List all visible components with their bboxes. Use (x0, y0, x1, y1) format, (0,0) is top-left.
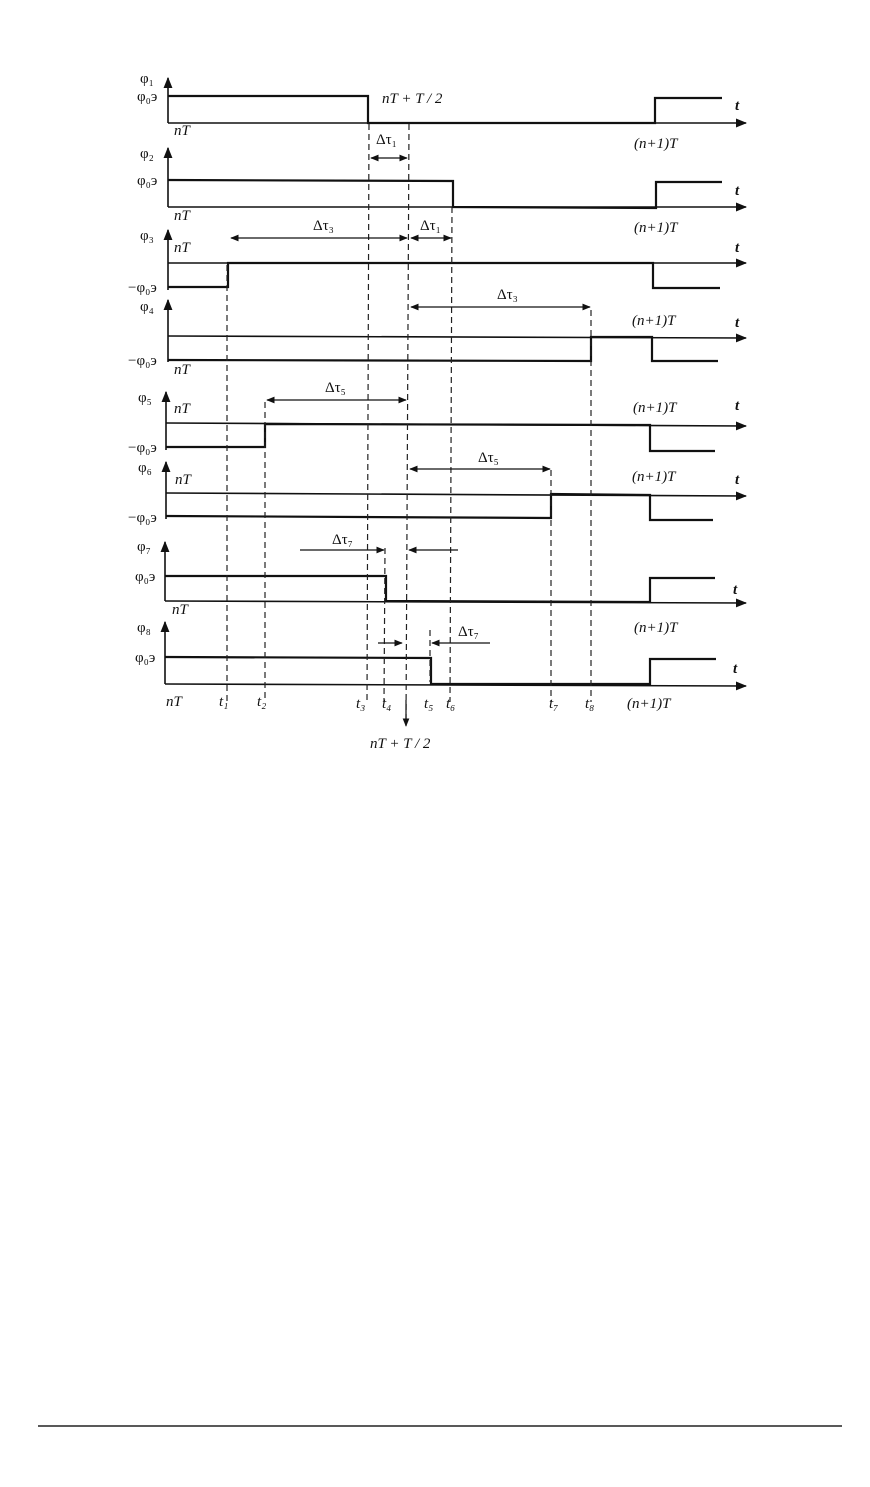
level-phi2: φ₀э (137, 173, 157, 189)
tick-t5: t₅ (424, 696, 433, 712)
waveform-phi7 (165, 574, 715, 604)
waveform-phi3 (168, 261, 720, 290)
time-markers (226, 123, 592, 727)
nt-label: nT (174, 123, 192, 139)
t-axis-label: t (735, 183, 740, 199)
delta-tau5-label: Δτ₅ (325, 380, 346, 396)
n1t-label: (n+1)T (632, 469, 677, 485)
n1t-label: (n+1)T (632, 313, 677, 329)
n1t-label: (n+1)T (634, 220, 679, 236)
level-phi4: −φ₀э (128, 353, 157, 369)
t-axis-label: t (735, 472, 740, 488)
waveform-phi8 (164, 655, 716, 686)
nt-label: nT (172, 602, 190, 618)
waveform-phi1 (168, 94, 722, 125)
delta-labels: Δτ₁ Δτ₃ Δτ₁ Δτ₃ Δτ₅ Δτ₅ Δτ₇ Δτ₇ (313, 132, 518, 640)
nt-label: nT (175, 472, 193, 488)
delta-arrows (230, 154, 591, 647)
nt-label: nT (174, 240, 192, 256)
time-tick-labels: nT t₁ t₂ t₃ t₄ t₅ t₆ t₇ t₈ (n+1)T (166, 694, 672, 712)
n1t-label: (n+1)T (633, 400, 678, 416)
half-period-label-bottom: nT + T / 2 (370, 736, 431, 752)
waveform-phi2 (167, 178, 722, 210)
tick-t3: t₃ (356, 696, 365, 712)
waveform-phi6 (165, 492, 713, 522)
label-phi6: φ₆ (138, 460, 152, 476)
level-phi1: φ₀э (137, 89, 157, 105)
tick-nT: nT (166, 694, 184, 710)
signal-waveforms (164, 94, 722, 686)
period-labels: nT nT nT nT nT nT nT (n+1)T (n+1)T (n+1)… (172, 91, 740, 752)
tick-t7: t₇ (549, 696, 558, 712)
axes (160, 76, 748, 691)
t-axis-label: t (733, 661, 738, 677)
level-phi8: φ₀э (135, 650, 155, 666)
level-phi6: −φ₀э (128, 510, 157, 526)
nt-label: nT (174, 362, 192, 378)
t-axis-label: t (733, 582, 738, 598)
signal-labels: φ₁ φ₂ φ₃ φ₄ φ₅ φ₆ φ₇ φ₈ φ₀э φ₀э −φ₀э −φ₀… (128, 71, 157, 666)
level-phi5: −φ₀э (128, 440, 157, 456)
delta-tau1-label: Δτ₁ (420, 218, 441, 234)
label-phi3: φ₃ (140, 228, 154, 244)
tick-t6: t₆ (446, 696, 455, 712)
t-axis-label: t (735, 98, 740, 114)
delta-tau7-label: Δτ₇ (332, 532, 353, 548)
label-phi4: φ₄ (140, 299, 154, 315)
delta-tau7-label: Δτ₇ (458, 624, 479, 640)
tick-t2: t₂ (257, 694, 266, 710)
tick-t1: t₁ (219, 694, 228, 710)
delta-tau3-label: Δτ₃ (313, 218, 334, 234)
tick-n1T: (n+1)T (627, 696, 672, 712)
nt-label: nT (174, 208, 192, 224)
n1t-label: (n+1)T (634, 136, 679, 152)
label-phi1: φ₁ (140, 71, 154, 87)
t-axis-label: t (735, 398, 740, 414)
waveform-phi4 (167, 335, 718, 363)
level-phi7: φ₀э (135, 569, 155, 585)
tick-t4: t₄ (382, 696, 391, 712)
delta-tau5-label: Δτ₅ (478, 450, 499, 466)
t-axis-label: t (735, 315, 740, 331)
half-period-label: nT + T / 2 (382, 91, 443, 107)
label-phi2: φ₂ (140, 146, 154, 162)
delta-tau1-label: Δτ₁ (376, 132, 397, 148)
label-phi7: φ₇ (137, 539, 151, 555)
label-phi8: φ₈ (137, 620, 151, 636)
n1t-label: (n+1)T (634, 620, 679, 636)
t-axis-label: t (735, 240, 740, 256)
waveform-phi5 (166, 422, 715, 453)
label-phi5: φ₅ (138, 390, 152, 406)
tick-t8: t₈ (585, 696, 594, 712)
level-phi3: −φ₀э (128, 280, 157, 296)
delta-tau3-label: Δτ₃ (497, 287, 518, 303)
nt-label: nT (174, 401, 192, 417)
